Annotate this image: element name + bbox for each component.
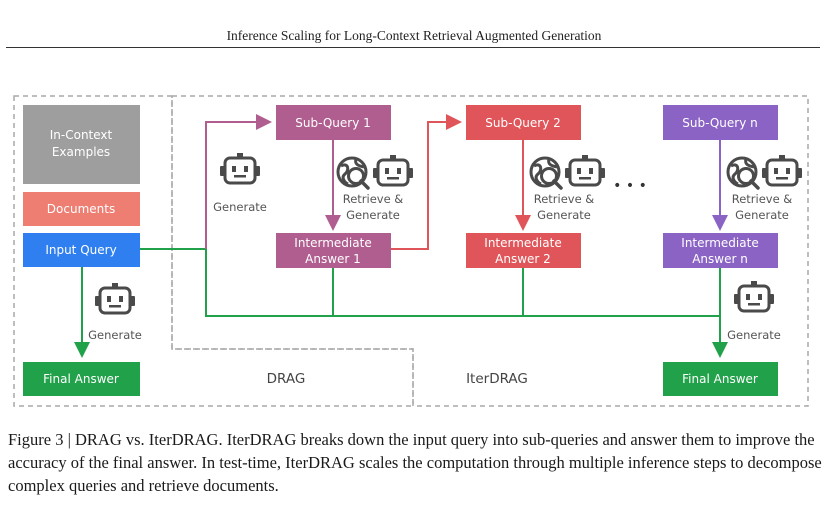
intermediate-n-label-line1: Intermediate — [681, 236, 758, 250]
intermediate-answer-1-box — [276, 233, 391, 268]
retrieve-label-2-line2: Generate — [537, 208, 591, 222]
intermediate-1-label-line2: Answer 1 — [305, 252, 361, 266]
iterdrag-generate-label: Generate — [213, 200, 267, 214]
drag-robot-icon — [93, 281, 137, 315]
in-context-label-line1: In-Context — [50, 128, 113, 142]
sub-query-2-box — [466, 105, 581, 140]
drag-generate-label: Generate — [88, 328, 142, 342]
to-sub-query-2-arrow — [391, 114, 462, 250]
intermediate-2-label-line2: Answer 2 — [495, 252, 551, 266]
sub-query-1-box — [276, 105, 391, 140]
intermediate-answer-n-box — [663, 233, 778, 268]
header-rule — [6, 47, 820, 48]
final-robot-icon — [732, 279, 776, 313]
running-header: Inference Scaling for Long-Context Retri… — [226, 28, 602, 43]
globe-search-icon-2 — [529, 156, 563, 190]
iterdrag-robot-icon — [218, 151, 262, 185]
drag-final-answer-label: Final Answer — [43, 372, 119, 386]
drag-final-answer-box — [23, 362, 140, 396]
sub-query-1-label: Sub-Query 1 — [295, 116, 371, 130]
retrieve-label-1-line1: Retrieve & — [343, 192, 404, 206]
in-context-examples-box — [23, 105, 140, 184]
intermediate-n-label-line2: Answer n — [692, 252, 748, 266]
documents-label: Documents — [47, 202, 115, 216]
sub-query-n-label: Sub-Query n — [682, 116, 758, 130]
in-context-label-line2: Examples — [52, 145, 110, 159]
iterdrag-final-generate-label: Generate — [727, 328, 781, 342]
intermediate-1-label-line1: Intermediate — [294, 236, 371, 250]
globe-search-icon-1 — [336, 156, 370, 190]
iterdrag-region-label: IterDRAG — [466, 371, 528, 387]
sub-query-2-label: Sub-Query 2 — [485, 116, 561, 130]
retrieve-robot-icon-n — [760, 153, 804, 187]
retrieve-robot-icon-2 — [563, 153, 607, 187]
retrieve-label-n-line2: Generate — [735, 208, 789, 222]
retrieve-label-n-line1: Retrieve & — [732, 192, 793, 206]
retrieve-label-2-line1: Retrieve & — [534, 192, 595, 206]
input-query-label: Input Query — [45, 243, 116, 257]
documents-box — [23, 192, 140, 226]
to-iter-final-line — [205, 249, 720, 317]
intermediate-2-label-line1: Intermediate — [484, 236, 561, 250]
iterdrag-region-border — [171, 95, 809, 407]
sub-query-n-box — [663, 105, 778, 140]
iterdrag-final-answer-label: Final Answer — [682, 372, 758, 386]
intermediate-answer-2-box — [466, 233, 581, 268]
globe-search-icon-n — [726, 156, 760, 190]
retrieve-label-1-line2: Generate — [346, 208, 400, 222]
to-sub-query-1-arrow — [205, 114, 272, 249]
iterdrag-final-answer-box — [663, 362, 778, 396]
retrieve-robot-icon-1 — [371, 153, 415, 187]
input-query-box — [23, 233, 140, 267]
drag-region-label: DRAG — [267, 371, 306, 387]
iteration-ellipsis: • • • — [613, 178, 647, 194]
figure-caption: Figure 3 | DRAG vs. IterDRAG. IterDRAG b… — [8, 430, 822, 495]
